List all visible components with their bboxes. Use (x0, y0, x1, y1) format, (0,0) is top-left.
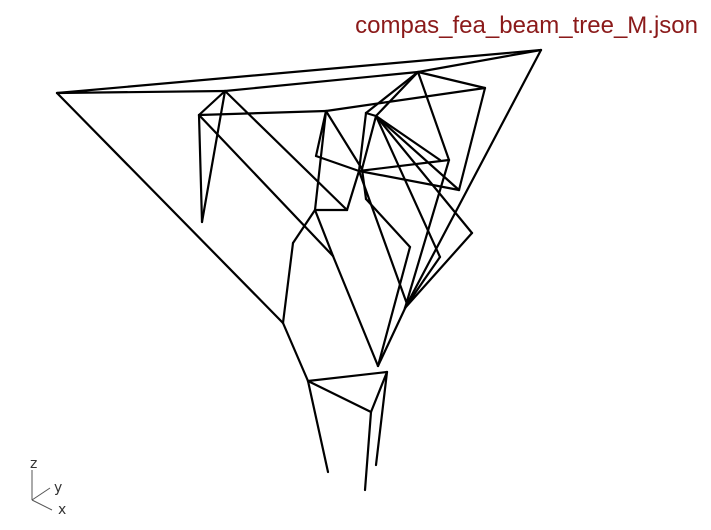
beam-element (313, 208, 335, 258)
beam-element (403, 158, 451, 310)
beam-element (364, 70, 420, 115)
x-axis-label: x (58, 502, 66, 518)
beam-element (55, 89, 227, 95)
beam-element (376, 300, 410, 368)
beam-element (200, 89, 227, 224)
beam-element (197, 113, 204, 224)
beam-element (357, 169, 461, 192)
beam-element (374, 114, 461, 192)
beam-element (374, 114, 474, 235)
beam-element (416, 70, 487, 90)
beam-element (223, 70, 420, 93)
beam-element (197, 113, 335, 258)
beam-element (313, 109, 328, 212)
beam-element (360, 114, 378, 171)
beam-element (403, 231, 474, 310)
beam-element (223, 89, 349, 212)
beam-element (331, 254, 380, 368)
beam-element (364, 111, 378, 118)
beam-element (345, 169, 361, 212)
beam-element (197, 109, 328, 117)
beam-element (306, 370, 389, 383)
beam-element (291, 208, 317, 245)
beam-element (374, 114, 442, 259)
beam-element (357, 169, 409, 306)
beam-element (314, 154, 361, 173)
y-axis-line (31, 487, 51, 501)
beam-element (376, 245, 412, 368)
beam-element (364, 197, 412, 249)
beam-element (197, 89, 227, 117)
beam-element (357, 158, 451, 173)
beam-element (357, 111, 368, 173)
beam-edges (55, 48, 543, 492)
beam-element (306, 379, 373, 414)
beam-element (403, 278, 426, 310)
beam-element (55, 48, 543, 95)
beam-element (306, 379, 330, 474)
beam-element (403, 48, 543, 310)
x-axis-line (31, 499, 53, 511)
beam-element (281, 241, 295, 325)
beam-element (416, 70, 451, 162)
beam-element (281, 321, 310, 383)
beam-element (314, 109, 328, 158)
beam-element (374, 114, 442, 162)
y-axis-label: y (54, 480, 62, 496)
beam-element (422, 255, 442, 282)
beam-element (416, 48, 543, 74)
beam-element (369, 370, 389, 414)
z-axis-label: z (30, 456, 37, 472)
beam-element (55, 91, 285, 325)
beam-element (324, 86, 487, 113)
beam-element (324, 109, 364, 171)
axis-gizmo: z y x (30, 456, 66, 518)
beam-element (374, 370, 389, 467)
beam-element (457, 86, 487, 192)
beam-element (363, 410, 373, 492)
beam-element (374, 70, 420, 118)
model-filename-label: compas_fea_beam_tree_M.json (355, 12, 698, 39)
